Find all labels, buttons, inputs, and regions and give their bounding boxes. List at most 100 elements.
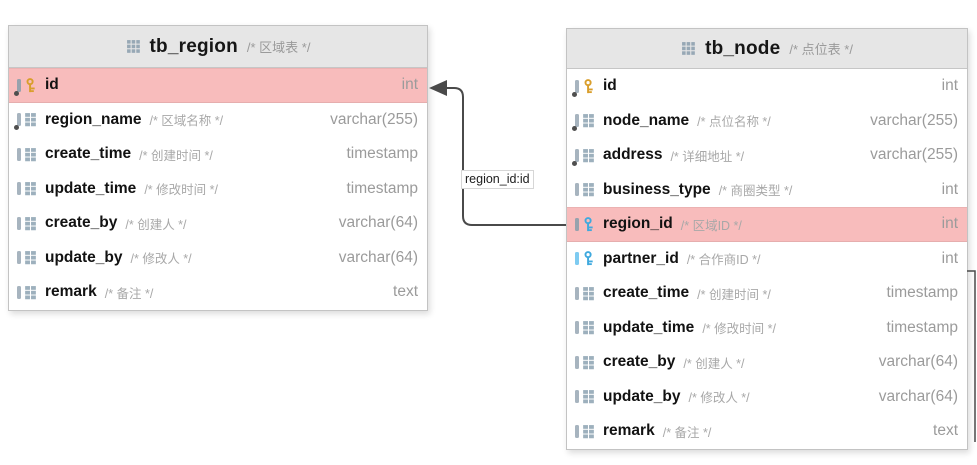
column-row-id[interactable]: id int [9, 68, 427, 103]
column-row-create_time[interactable]: create_time /* 创建时间 */ timestamp [9, 137, 427, 172]
column-name: business_type [603, 180, 711, 198]
column-row-business_type[interactable]: business_type /* 商圈类型 */ int [567, 172, 967, 207]
column-icon [574, 216, 597, 233]
column-row-update_time[interactable]: update_time /* 修改时间 */ timestamp [567, 310, 967, 345]
column-list: id int region_name /* 区域名称 */ varchar(25… [9, 68, 427, 310]
column-name: remark [45, 283, 97, 301]
column-name: id [603, 77, 617, 95]
column-grid-icon [582, 355, 595, 370]
column-row-region_name[interactable]: region_name /* 区域名称 */ varchar(255) [9, 102, 427, 137]
column-grid-icon [582, 389, 595, 404]
column-icon [16, 215, 39, 232]
column-name: update_by [603, 387, 681, 405]
column-row-create_by[interactable]: create_by /* 创建人 */ varchar(64) [9, 206, 427, 241]
column-type: text [393, 283, 418, 301]
column-grid-icon [24, 216, 37, 231]
column-row-remark[interactable]: remark /* 备注 */ text [567, 414, 967, 449]
column-type: int [941, 249, 958, 267]
column-grid-icon [582, 320, 595, 335]
column-icon [574, 319, 597, 336]
column-name: create_by [45, 214, 118, 232]
column-name: create_by [603, 353, 676, 371]
table-tb-node[interactable]: tb_node /* 点位表 */ id int node_name /* 点位… [566, 28, 968, 450]
table-header[interactable]: tb_region /* 区域表 */ [9, 26, 427, 68]
column-comment: /* 修改人 */ [130, 252, 192, 267]
column-grid-icon [582, 148, 595, 163]
column-comment: /* 创建人 */ [683, 356, 745, 371]
column-type: varchar(255) [870, 111, 958, 129]
column-type: varchar(255) [870, 146, 958, 164]
column-bar-icon [575, 217, 579, 231]
column-bar-icon [575, 183, 579, 197]
column-list: id int node_name /* 点位名称 */ varchar(255)… [567, 69, 967, 449]
column-bar-icon [575, 390, 579, 404]
column-type: timestamp [346, 145, 419, 163]
column-row-update_by[interactable]: update_by /* 修改人 */ varchar(64) [567, 379, 967, 414]
column-row-update_by[interactable]: update_by /* 修改人 */ varchar(64) [9, 240, 427, 275]
column-grid-icon [24, 285, 37, 300]
column-bar-icon [575, 321, 579, 335]
column-type: varchar(255) [330, 110, 418, 128]
key-icon [582, 217, 595, 232]
column-row-create_by[interactable]: create_by /* 创建人 */ varchar(64) [567, 345, 967, 380]
column-type: int [401, 76, 418, 94]
table-header[interactable]: tb_node /* 点位表 */ [567, 29, 967, 69]
column-grid-icon [582, 424, 595, 439]
table-tb-region[interactable]: tb_region /* 区域表 */ id int region_name /… [8, 25, 428, 311]
column-type: int [941, 77, 958, 95]
column-name: update_by [45, 248, 123, 266]
column-row-address[interactable]: address /* 详细地址 */ varchar(255) [567, 138, 967, 173]
table-title: tb_node [705, 37, 781, 59]
column-comment: /* 区域ID */ [680, 218, 742, 233]
column-icon [16, 146, 39, 163]
column-name: id [45, 76, 59, 94]
column-row-id[interactable]: id int [567, 69, 967, 104]
column-row-node_name[interactable]: node_name /* 点位名称 */ varchar(255) [567, 103, 967, 138]
column-grid-icon [582, 182, 595, 197]
column-icon [16, 180, 39, 197]
key-icon [24, 78, 37, 93]
column-icon [574, 388, 597, 405]
column-bar-icon [575, 252, 579, 266]
column-icon [572, 112, 597, 132]
column-icon [572, 78, 597, 97]
column-icon [14, 111, 39, 131]
table-comment: /* 点位表 */ [789, 42, 853, 57]
column-row-partner_id[interactable]: partner_id /* 合作商ID */ int [567, 241, 967, 276]
column-row-update_time[interactable]: update_time /* 修改时间 */ timestamp [9, 171, 427, 206]
column-comment: /* 备注 */ [104, 286, 154, 301]
column-row-create_time[interactable]: create_time /* 创建时间 */ timestamp [567, 276, 967, 311]
notnull-dot-icon [572, 160, 577, 166]
column-grid-icon [24, 112, 37, 127]
column-row-region_id[interactable]: region_id /* 区域ID */ int [567, 207, 967, 242]
column-row-remark[interactable]: remark /* 备注 */ text [9, 275, 427, 310]
column-bar-icon [17, 147, 21, 161]
column-bar-icon [17, 113, 21, 127]
column-icon [574, 181, 597, 198]
column-bar-icon [17, 78, 21, 92]
column-bar-icon [17, 216, 21, 230]
key-icon [582, 251, 595, 266]
column-name: remark [603, 422, 655, 440]
column-bar-icon [575, 355, 579, 369]
column-name: region_id [603, 215, 673, 233]
relationship-arrowhead-icon [429, 80, 447, 96]
relationship-line-region-id[interactable] [446, 87, 566, 226]
table-icon [126, 39, 141, 54]
relationship-line-partner-id[interactable] [967, 270, 976, 442]
column-grid-icon [24, 250, 37, 265]
column-icon [574, 423, 597, 440]
notnull-dot-icon [572, 126, 577, 132]
column-comment: /* 点位名称 */ [697, 115, 771, 130]
relationship-label[interactable]: region_id:id [461, 170, 534, 189]
column-bar-icon [575, 79, 579, 93]
column-type: text [933, 422, 958, 440]
column-type: timestamp [886, 318, 959, 336]
column-comment: /* 合作商ID */ [686, 253, 761, 268]
column-name: create_time [603, 284, 690, 302]
column-grid-icon [24, 181, 37, 196]
column-comment: /* 区域名称 */ [149, 114, 224, 129]
column-icon [572, 147, 597, 166]
column-comment: /* 创建时间 */ [697, 287, 771, 302]
column-type: varchar(64) [878, 353, 958, 371]
